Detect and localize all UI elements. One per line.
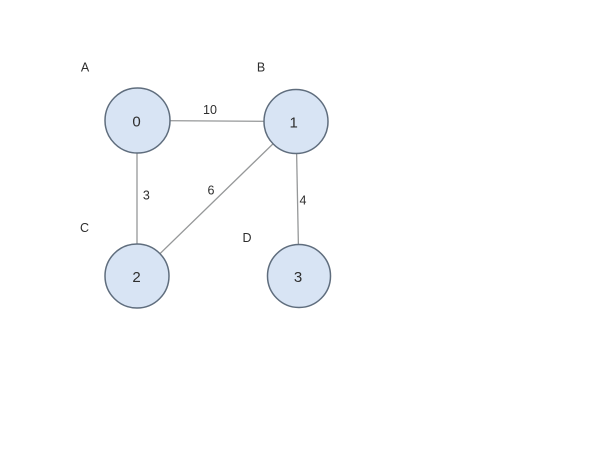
svg-text:0: 0: [132, 114, 140, 131]
svg-text:1: 1: [290, 115, 298, 132]
svg-text:4: 4: [300, 194, 307, 208]
svg-text:D: D: [242, 231, 251, 245]
svg-text:C: C: [80, 221, 89, 235]
svg-text:A: A: [81, 61, 90, 75]
svg-text:3: 3: [143, 189, 150, 203]
svg-text:3: 3: [294, 269, 302, 286]
svg-text:2: 2: [132, 269, 140, 286]
svg-text:6: 6: [208, 184, 215, 198]
svg-text:10: 10: [203, 103, 217, 117]
svg-text:B: B: [257, 61, 265, 75]
